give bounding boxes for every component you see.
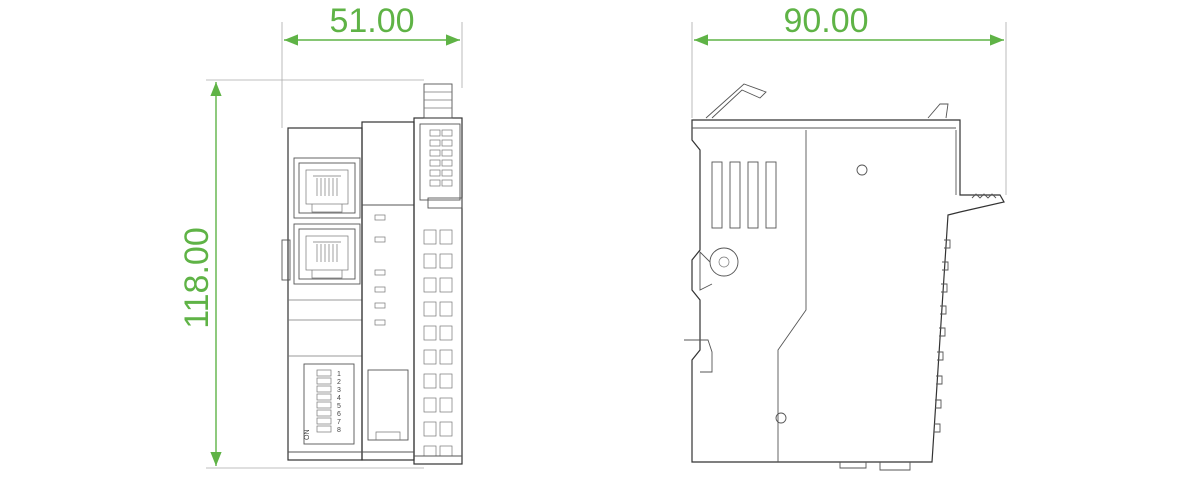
side-latch <box>281 239 291 281</box>
led-1 <box>374 214 386 221</box>
dip-pos-7: 7 <box>337 419 341 426</box>
front-width-dimension: 51.00 <box>329 2 414 40</box>
front-view: ON 1 2 3 4 5 6 7 8 <box>178 2 463 469</box>
dip-switch: ON 1 2 3 4 5 6 7 8 <box>303 363 355 445</box>
terminal-screws <box>423 229 453 457</box>
upper-terminal <box>419 123 461 201</box>
led-4 <box>374 286 386 293</box>
height-dimension: 118.00 <box>178 227 216 328</box>
dip-pos-2: 2 <box>337 379 341 386</box>
led-3 <box>374 269 386 276</box>
dip-pos-5: 5 <box>337 403 341 410</box>
dip-pos-3: 3 <box>337 387 341 394</box>
led-2 <box>374 236 386 243</box>
rj45-block-bottom <box>293 223 361 285</box>
side-depth-dimension: 90.00 <box>783 2 868 40</box>
dip-pos-1: 1 <box>337 371 341 378</box>
dip-pos-8: 8 <box>337 427 341 434</box>
led-5 <box>374 302 386 309</box>
dip-on-label: ON <box>304 430 311 441</box>
terminal-teeth <box>934 239 951 433</box>
usb-slot <box>367 369 409 441</box>
rj45-block-top <box>293 157 361 219</box>
front-bezel <box>777 130 807 462</box>
side-outline <box>691 119 1005 463</box>
top-connector <box>423 83 453 119</box>
dip-pos-6: 6 <box>337 411 341 418</box>
vent-slots <box>711 161 777 229</box>
led-6 <box>374 319 386 326</box>
side-view: 90.00 <box>684 2 1007 471</box>
screw-hole-top <box>856 164 868 176</box>
rj45-port-1 <box>298 162 356 214</box>
rj45-port-2 <box>298 228 356 280</box>
screw-hole-bottom <box>775 412 787 424</box>
upper-terminal-pins <box>429 129 453 187</box>
dip-pos-4: 4 <box>337 395 341 402</box>
middle-module <box>361 121 415 461</box>
din-rail-latch <box>684 247 739 373</box>
top-clip <box>705 83 767 119</box>
